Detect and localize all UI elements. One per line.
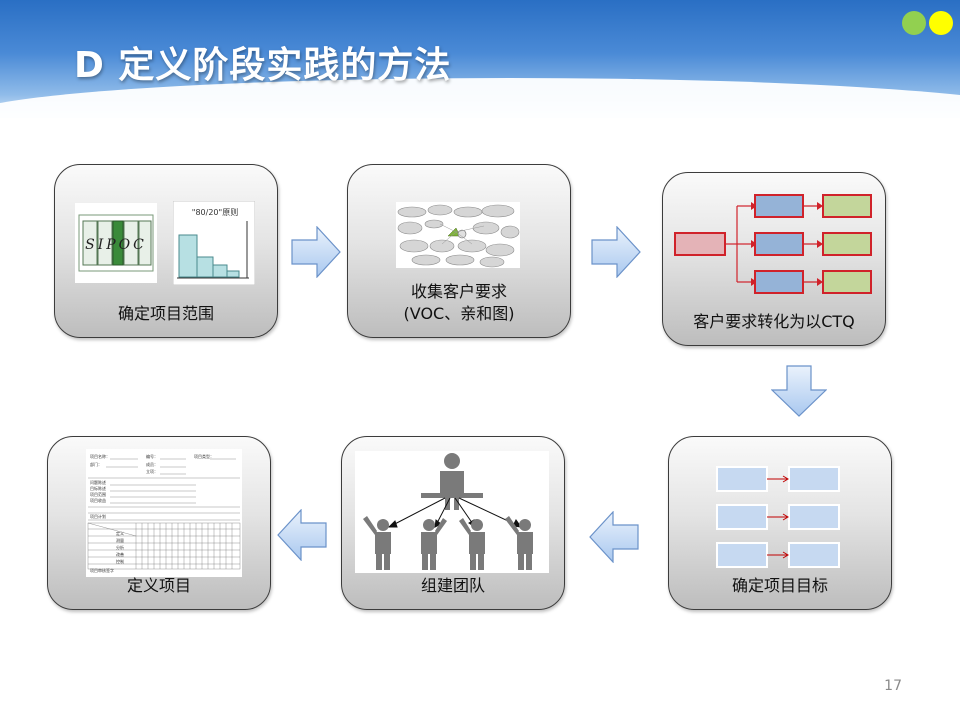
step-card-goals: 确定项目目标	[668, 436, 892, 610]
form-field-type: 项目类型：	[194, 453, 214, 459]
form-plan-row-define: 定义	[116, 530, 124, 536]
arrow-left-icon	[589, 511, 639, 563]
arrow-right-icon	[591, 226, 641, 278]
step-card-ctq: 客户要求转化为以CTQ	[662, 172, 886, 346]
form-field-members: 成员：	[146, 461, 158, 467]
step-label-voc-line2: (VOC、亲和图)	[403, 304, 515, 323]
step-label-goals: 确定项目目标	[731, 576, 828, 595]
pareto-title: "80/20"原则	[192, 207, 238, 217]
form-plan-row-control: 控制	[116, 558, 124, 564]
form-field-name: 项目名称：	[90, 453, 110, 459]
page-title: D 定义阶段实践的方法	[74, 45, 452, 86]
sipoc-text: SIPOC	[85, 237, 147, 253]
form-field-code: 编号：	[146, 453, 158, 459]
step-label-team: 组建团队	[420, 576, 485, 595]
form-plan-row-improve: 改善	[116, 551, 124, 557]
form-section-problem: 问题陈述	[90, 479, 106, 485]
arrow-right-icon	[291, 226, 341, 278]
step-label-voc-line1: 收集客户要求	[410, 282, 507, 301]
goal-boxes-diagram	[716, 466, 840, 568]
sipoc-thumbnail: SIPOC	[75, 203, 157, 283]
step-label-scope: 确定项目范围	[117, 304, 214, 323]
form-plan-label: 项目计划	[90, 513, 106, 519]
affinity-thumbnail	[396, 202, 520, 268]
form-plan-row-measure: 测量	[116, 537, 124, 543]
form-field-start: 立项：	[146, 468, 158, 474]
yellow-dot-icon	[929, 11, 953, 35]
green-dot-icon	[902, 11, 926, 35]
header-band	[0, 0, 960, 118]
form-field-dept: 部门：	[90, 461, 102, 467]
arrow-down-icon	[771, 365, 827, 417]
step-card-scope: SIPOC "80/20"原则 确定项目范围	[54, 164, 278, 338]
step-card-define: 项目名称： 编号： 项目类型： 部门： 成员： 立项： 问题陈述 目标陈述 项目…	[47, 436, 271, 610]
pareto-thumbnail: "80/20"原则	[173, 201, 255, 285]
form-plan-row-analyze: 分析	[116, 544, 124, 550]
ctq-tree-diagram	[674, 194, 872, 294]
step-card-team: 组建团队	[341, 436, 565, 610]
form-plan-row-signoff: 项目审核签字	[90, 567, 114, 573]
form-section-goal: 目标陈述	[90, 485, 106, 491]
step-card-voc: 收集客户要求 (VOC、亲和图)	[347, 164, 571, 338]
form-section-benefit: 项目收益	[90, 497, 106, 503]
arrow-left-icon	[277, 509, 327, 561]
step-label-ctq: 客户要求转化为以CTQ	[693, 312, 855, 331]
team-diagram	[355, 451, 549, 573]
page-number: 17	[884, 678, 902, 694]
form-section-scope: 项目范围	[90, 491, 106, 497]
project-charter-form: 项目名称： 编号： 项目类型： 部门： 成员： 立项： 问题陈述 目标陈述 项目…	[86, 449, 242, 577]
step-label-define: 定义项目	[126, 576, 191, 595]
